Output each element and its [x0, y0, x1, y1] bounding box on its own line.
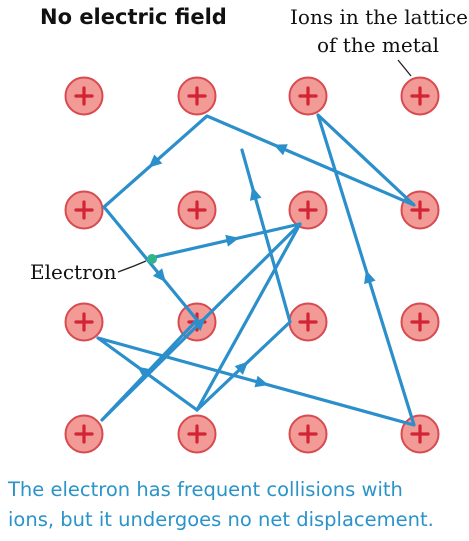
ion-r2-c2	[177, 190, 217, 230]
ion-r1-c4	[400, 76, 440, 116]
ion-r1-c2	[177, 76, 217, 116]
lattice-label-line2: of the metal	[317, 33, 439, 57]
ion-r3-c1	[64, 302, 104, 342]
ion-r1-c3	[288, 76, 328, 116]
arrowhead-10	[137, 366, 152, 380]
arrowhead-7	[192, 317, 206, 331]
arrowhead-4	[152, 268, 166, 283]
electron-dot	[147, 254, 157, 264]
caption-line2: ions, but it undergoes no net displaceme…	[8, 508, 434, 531]
ion-r3-c3	[288, 302, 328, 342]
ion-r2-c1	[64, 190, 104, 230]
ion-r4-c2	[177, 414, 217, 454]
electron-path-segment-c	[195, 148, 292, 412]
arrowhead-9	[364, 269, 376, 285]
caption-line1: The electron has frequent collisions wit…	[7, 478, 403, 501]
direction-arrows	[137, 144, 376, 388]
ion-lattice	[64, 76, 440, 454]
arrowhead-1	[225, 234, 240, 247]
diagram-title: No electric field	[40, 5, 227, 29]
arrowhead-2	[148, 154, 163, 168]
arrowhead-3	[273, 144, 288, 156]
lattice-label-leader	[397, 59, 412, 77]
ion-r4-c4	[400, 414, 440, 454]
ion-r3-c4	[400, 302, 440, 342]
electron-path-segment-b	[96, 113, 416, 427]
arrowhead-5	[234, 361, 249, 375]
ion-r4-c3	[288, 414, 328, 454]
electron-label: Electron	[30, 260, 117, 284]
ion-r2-c3	[288, 190, 328, 230]
electron-label-leader	[117, 260, 147, 273]
arrowhead-8	[254, 375, 269, 388]
ion-r1-c1	[64, 76, 104, 116]
lattice-label-line1: Ions in the lattice	[290, 5, 468, 29]
arrowhead-6	[249, 186, 262, 201]
ion-r4-c1	[64, 414, 104, 454]
